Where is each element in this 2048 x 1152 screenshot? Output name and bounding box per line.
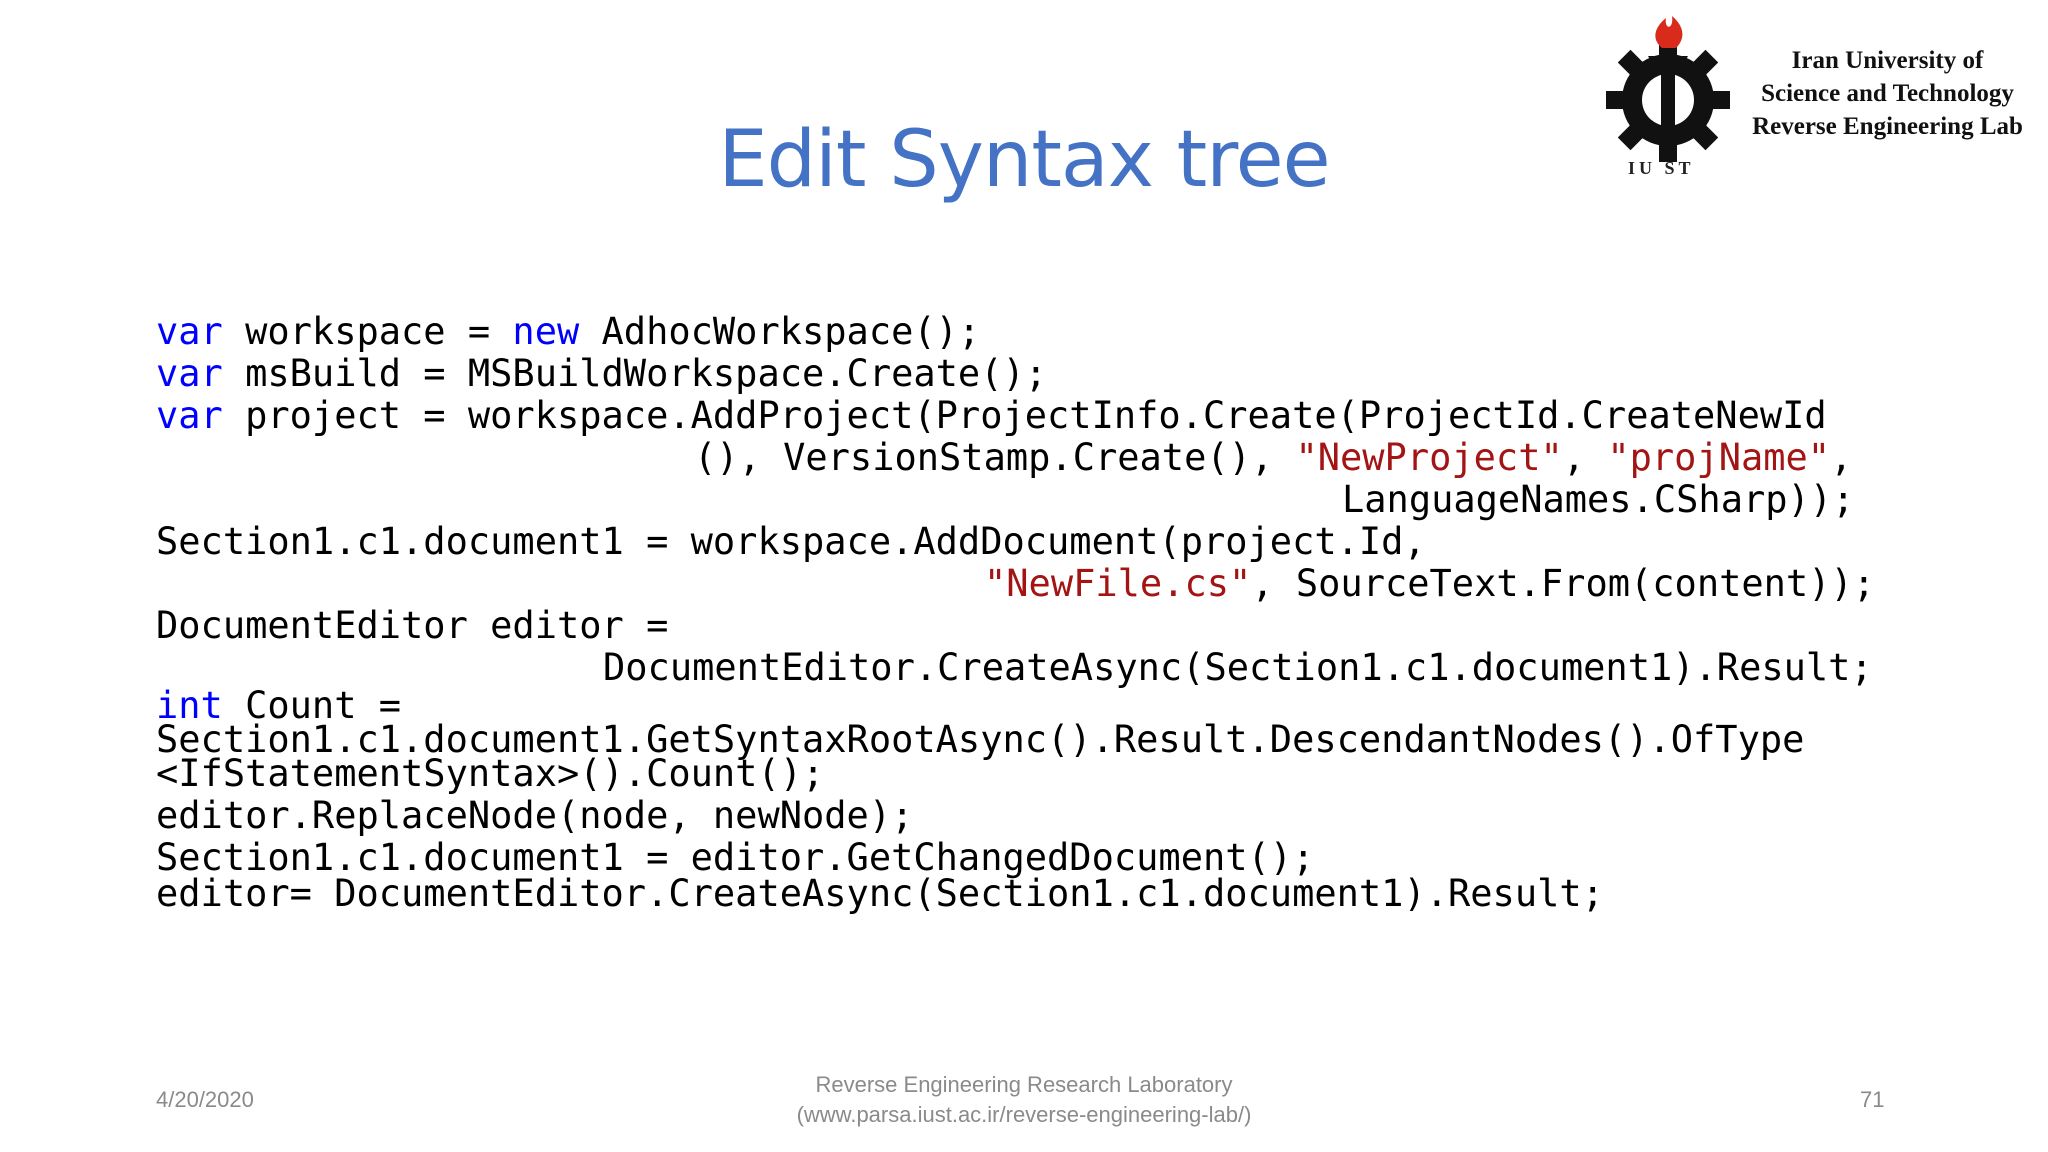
code-text: <IfStatementSyntax>().Count(); — [156, 752, 825, 795]
code-text: DocumentEditor.CreateAsync(Section1.c1.d… — [603, 646, 1873, 689]
code-line: editor= DocumentEditor.CreateAsync(Secti… — [156, 872, 1604, 915]
code-string: "NewProject" — [1295, 436, 1563, 479]
footer-lab-info: Reverse Engineering Research Laboratory … — [0, 1070, 2048, 1130]
code-text: Section1.c1.document1 = editor.GetChange… — [156, 836, 1315, 879]
code-text: , — [1562, 436, 1608, 479]
logo-line-3: Reverse Engineering Lab — [1752, 113, 2023, 140]
footer-lab-name: Reverse Engineering Research Laboratory — [815, 1072, 1233, 1097]
code-text: AdhocWorkspace(); — [579, 310, 981, 353]
code-line: DocumentEditor editor = — [156, 604, 668, 647]
code-string: "NewFile.cs" — [984, 562, 1252, 605]
code-line: var project = workspace.AddProject(Proje… — [156, 394, 1827, 437]
code-text: DocumentEditor editor = — [156, 604, 669, 647]
code-line: LanguageNames.CSharp)); — [1342, 478, 1854, 521]
code-text: , — [1830, 436, 1853, 479]
code-text: editor= DocumentEditor.CreateAsync(Secti… — [156, 872, 1604, 915]
code-keyword: int — [156, 684, 223, 727]
logo-text: Iran University of Science and Technolog… — [1735, 44, 2040, 143]
code-line: var msBuild = MSBuildWorkspace.Create(); — [156, 352, 1047, 395]
code-line: Section1.c1.document1 = editor.GetChange… — [156, 836, 1314, 879]
code-text: Section1.c1.document1 = workspace.AddDoc… — [156, 520, 1426, 563]
logo-line-1: Iran University of — [1791, 47, 1984, 74]
logo-abbreviation: IU ST — [1628, 158, 1695, 178]
code-text: (), VersionStamp.Create(), — [694, 436, 1296, 479]
code-text: Section1.c1.document1.GetSyntaxRootAsync… — [156, 718, 1805, 761]
slide-title: Edit Syntax tree — [718, 115, 1330, 205]
code-line: "NewFile.cs", SourceText.From(content)); — [984, 562, 1875, 605]
code-line: editor.ReplaceNode(node, newNode); — [156, 794, 913, 837]
code-keyword: var — [156, 352, 223, 395]
code-text: workspace = — [222, 310, 513, 353]
code-text: Count = — [222, 684, 402, 727]
footer-date: 4/20/2020 — [156, 1087, 254, 1112]
footer-lab-url: (www.parsa.iust.ac.ir/reverse-engineerin… — [796, 1102, 1252, 1127]
code-line: (), VersionStamp.Create(), "NewProject",… — [694, 436, 1852, 479]
code-keyword: new — [512, 310, 580, 353]
code-text: LanguageNames.CSharp)); — [1342, 478, 1855, 521]
code-line: Section1.c1.document1.GetSyntaxRootAsync… — [156, 718, 1804, 761]
code-keyword: var — [156, 310, 223, 353]
code-line: <IfStatementSyntax>().Count(); — [156, 752, 824, 795]
code-line: Section1.c1.document1 = workspace.AddDoc… — [156, 520, 1426, 563]
logo-line-2: Science and Technology — [1761, 80, 2014, 107]
torch-gear-icon — [1606, 16, 1730, 162]
slide-number: 71 — [1860, 1087, 1885, 1112]
code-string: "projName" — [1607, 436, 1831, 479]
code-text: , SourceText.From(content)); — [1251, 562, 1876, 605]
code-line: var workspace = new AdhocWorkspace(); — [156, 310, 980, 353]
code-line: DocumentEditor.CreateAsync(Section1.c1.d… — [603, 646, 1873, 689]
code-line: int Count = — [156, 684, 401, 727]
code-text: editor.ReplaceNode(node, newNode); — [156, 794, 914, 837]
university-logo: Iran University of Science and Technolog… — [1600, 8, 2040, 188]
code-text: project = workspace.AddProject(ProjectIn… — [222, 394, 1827, 437]
code-keyword: var — [156, 394, 223, 437]
code-text: msBuild = MSBuildWorkspace.Create(); — [222, 352, 1048, 395]
